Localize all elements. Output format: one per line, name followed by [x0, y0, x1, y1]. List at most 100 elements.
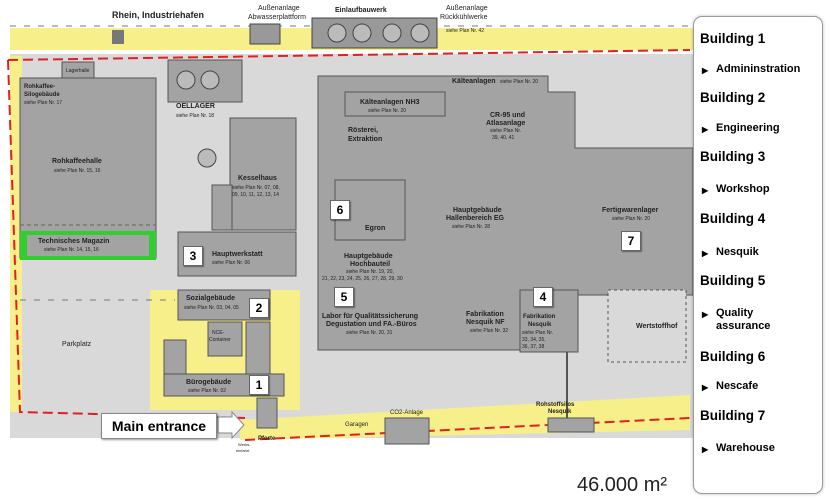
label-fab-plan-3: 36, 37, 38	[522, 344, 544, 350]
inlet-pump-4	[410, 23, 430, 43]
buero-link	[245, 321, 271, 375]
label-werks-1: Werks-	[238, 442, 251, 447]
label-fab-plan-1: siehe Plan Nr.	[522, 330, 553, 336]
north-boundary	[7, 49, 691, 61]
label-co2: CO2-Anlage	[390, 410, 424, 416]
label-cr95-1: CR-95 und	[490, 112, 525, 119]
nce-container	[207, 321, 243, 357]
marker-building-7[interactable]: 7	[621, 231, 641, 251]
label-pforte: Pforte	[258, 436, 276, 442]
kessel-tank	[197, 148, 217, 168]
rohstoffsilos	[547, 417, 595, 433]
triangle-bullet-icon: ▶	[702, 186, 709, 195]
buero-wing	[163, 339, 187, 376]
label-wertstoffhof: Wertstoffhof	[636, 323, 678, 330]
label-fertigwaren-plan: siehe Plan Nr. 20	[612, 216, 650, 222]
legend-heading-building-6: Building 6	[700, 349, 766, 364]
legend-item-building-6[interactable]: ▶Nescafe	[702, 380, 759, 392]
marker-building-1[interactable]: 1	[249, 375, 269, 395]
label-hauptgebaeude-plan: siehe Plan Nr. 28	[452, 224, 490, 230]
tech-magazin-building	[27, 235, 149, 256]
label-rohkaffeehalle: Rohkaffeehalle	[52, 158, 102, 165]
inlet-pump-1	[327, 23, 347, 43]
label-silos-2: Nesquik	[548, 409, 572, 415]
label-fab-1: Fabrikation	[523, 314, 556, 320]
inlet-pump-3	[382, 23, 402, 43]
wastewater-platform	[249, 23, 281, 45]
triangle-bullet-icon: ▶	[702, 310, 709, 319]
label-oellager-plan: siehe Plan Nr. 18	[176, 113, 214, 119]
label-hochbau-2: Hochbauteil	[350, 261, 390, 268]
legend-heading-building-5: Building 5	[700, 273, 766, 288]
label-einlauf: Einlaufbauwerk	[335, 7, 387, 14]
label-oellager: OELLAGER	[176, 103, 215, 110]
legend-item-building-7[interactable]: ▶Warehouse	[702, 442, 775, 454]
label-silos-1: Rohstoffsilos	[536, 402, 575, 408]
label-hochbau-plan-1: siehe Plan Nr. 19, 20,	[346, 269, 394, 275]
label-tech-magazin-plan: siehe Plan Nr. 14, 15, 16	[44, 247, 99, 253]
entrance-arrow-icon	[217, 410, 245, 440]
marker-building-3[interactable]: 3	[183, 246, 203, 266]
label-cr95-plan-2: 39, 40, 41	[492, 135, 514, 141]
legend-item-building-4[interactable]: ▶Nesquik	[702, 246, 759, 258]
label-hauptgebaeude-1: Hauptgebäude	[453, 207, 502, 214]
label-egron: Egron	[365, 225, 385, 232]
marker-building-6[interactable]: 6	[330, 200, 350, 220]
label-abwasser-1: Außenanlage	[258, 5, 300, 12]
marker-building-5[interactable]: 5	[334, 287, 354, 307]
label-hochbau-1: Hauptgebäude	[344, 253, 393, 260]
label-silo-plan: siehe Plan Nr. 17	[24, 100, 62, 106]
label-hochbau-plan-2: 21, 22, 23, 24, 25, 26, 27, 28, 29, 30	[322, 276, 403, 282]
building-legend: Building 1 ▶Admininstration Building 2 ▶…	[693, 16, 823, 494]
label-labor-2: Degustation und FA.-Büros	[326, 321, 417, 328]
label-kesselhaus: Kesselhaus	[238, 175, 277, 182]
label-kessel-plan-2: 09, 10, 11, 12, 13, 14	[232, 192, 279, 198]
label-cr95-2: Atlasanlage	[486, 120, 525, 127]
label-buero-plan: siehe Plan Nr. 02	[188, 388, 226, 394]
harbor-crane	[112, 30, 124, 44]
label-werks-2: einfahrt	[236, 448, 250, 453]
oil-tank-1	[176, 70, 196, 90]
triangle-bullet-icon: ▶	[702, 445, 709, 454]
label-fab-plan-2: 33, 34, 35,	[522, 337, 546, 343]
legend-item-building-1[interactable]: ▶Admininstration	[702, 63, 801, 75]
label-rueck-2: Rückkühlwerke	[440, 14, 488, 21]
legend-item-building-2[interactable]: ▶Engineering	[702, 122, 780, 134]
label-silo-1: Rohkaffee-	[24, 84, 55, 90]
triangle-bullet-icon: ▶	[702, 383, 709, 392]
label-rueck-1: Außenanlage	[446, 5, 488, 12]
label-fab-nf-2: Nesquik NF	[466, 319, 505, 326]
kesselhaus-annex	[211, 184, 233, 231]
label-cr95-plan-1: siehe Plan Nr.	[490, 128, 521, 134]
wertstoffhof-yard	[607, 289, 687, 363]
label-rueck-plan: siehe Plan Nr. 42	[446, 28, 484, 34]
label-hauptwerkstatt-plan: siehe Plan Nr. 06	[212, 260, 250, 266]
marker-building-4[interactable]: 4	[533, 287, 553, 307]
legend-heading-building-3: Building 3	[700, 149, 766, 164]
label-hauptgebaeude-2: Hallenbereich EG	[446, 215, 505, 222]
label-lagerhalle: Lagerhalle	[66, 68, 90, 74]
left-yard	[10, 56, 22, 412]
co2-anlage	[384, 417, 430, 445]
label-kessel-plan-1: siehe Plan Nr. 07, 08,	[232, 185, 280, 191]
marker-building-2[interactable]: 2	[249, 298, 269, 318]
legend-item-building-3[interactable]: ▶Workshop	[702, 183, 770, 195]
label-sozial: Sozialgebäude	[186, 295, 235, 302]
site-area: 46.000 m²	[577, 474, 668, 496]
kesselhaus-building	[229, 117, 297, 231]
label-nce-1: NCE-	[212, 330, 225, 336]
label-kaelte-plan: siehe Plan Nr. 20	[500, 79, 538, 85]
label-parkplatz: Parkplatz	[62, 341, 92, 348]
label-roesterei-2: Extraktion	[348, 136, 382, 143]
oil-tank-2	[200, 70, 220, 90]
label-labor-plan: siehe Plan Nr. 20, 31	[346, 330, 393, 336]
label-fab-2: Nesquik	[528, 322, 552, 328]
lagerhalle-building	[61, 61, 95, 79]
label-kaelte: Kälteanlagen	[452, 78, 496, 85]
pforte-building	[256, 397, 278, 429]
legend-heading-building-2: Building 2	[700, 90, 766, 105]
legend-heading-building-1: Building 1	[700, 31, 766, 46]
kaelte-nh3-building	[344, 91, 446, 117]
